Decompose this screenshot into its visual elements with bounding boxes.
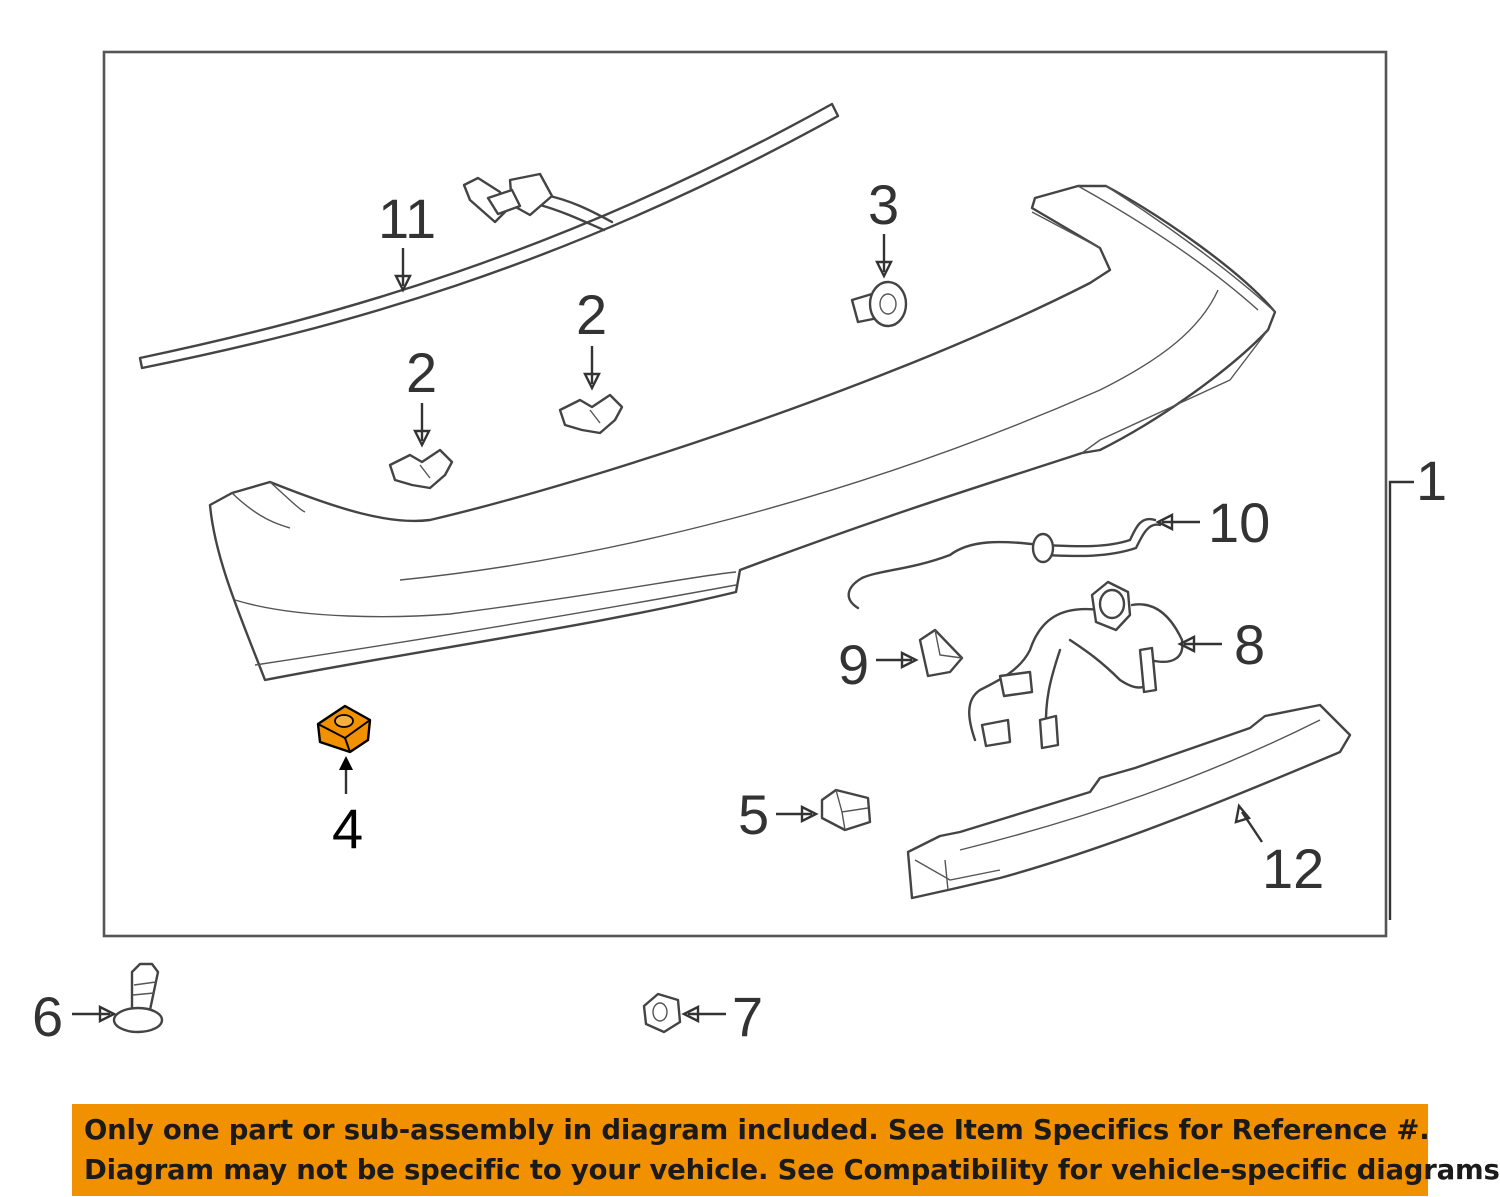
- part-8-harness: [968, 580, 1184, 750]
- part-harness-connector: [462, 172, 614, 232]
- callout-5: 5: [738, 783, 769, 846]
- part-2-clip-left: [388, 448, 454, 490]
- part-2-clip-right: [558, 393, 624, 435]
- part-12-lightbar: [906, 703, 1352, 900]
- part-9-bracket: [918, 628, 964, 678]
- part-3-nut: [850, 280, 908, 328]
- leader-lines: [72, 234, 1414, 1023]
- callout-9: 9: [838, 633, 869, 696]
- callout-8: 8: [1234, 613, 1265, 676]
- part-5-clip: [820, 788, 872, 832]
- callout-6: 6: [32, 985, 63, 1048]
- callout-11: 11: [378, 187, 436, 250]
- disclaimer-line-1: Only one part or sub-assembly in diagram…: [84, 1114, 1430, 1146]
- callout-3: 3: [868, 173, 899, 236]
- disclaimer-banner: Only one part or sub-assembly in diagram…: [72, 1104, 1500, 1196]
- disclaimer-line-2: Diagram may not be specific to your vehi…: [84, 1154, 1500, 1186]
- parts-diagram: 11 3 2 2 1 10 8 9 4 5 12 6 7: [32, 50, 1447, 1048]
- callout-2-right: 2: [576, 283, 607, 346]
- callout-7: 7: [732, 985, 763, 1048]
- part-1-spoiler: [208, 184, 1277, 682]
- callout-4: 4: [332, 797, 363, 860]
- part-7-nut: [642, 992, 682, 1034]
- part-10-wire: [847, 517, 1162, 610]
- callout-12: 12: [1262, 837, 1324, 900]
- callout-1: 1: [1416, 449, 1447, 512]
- part-4-nut-highlighted: [316, 704, 372, 754]
- part-6-bolt: [112, 962, 164, 1034]
- callout-2-left: 2: [406, 341, 437, 404]
- part-11-weatherstrip: [138, 102, 840, 370]
- callout-10: 10: [1208, 491, 1270, 554]
- assembly-frame: [102, 50, 1388, 938]
